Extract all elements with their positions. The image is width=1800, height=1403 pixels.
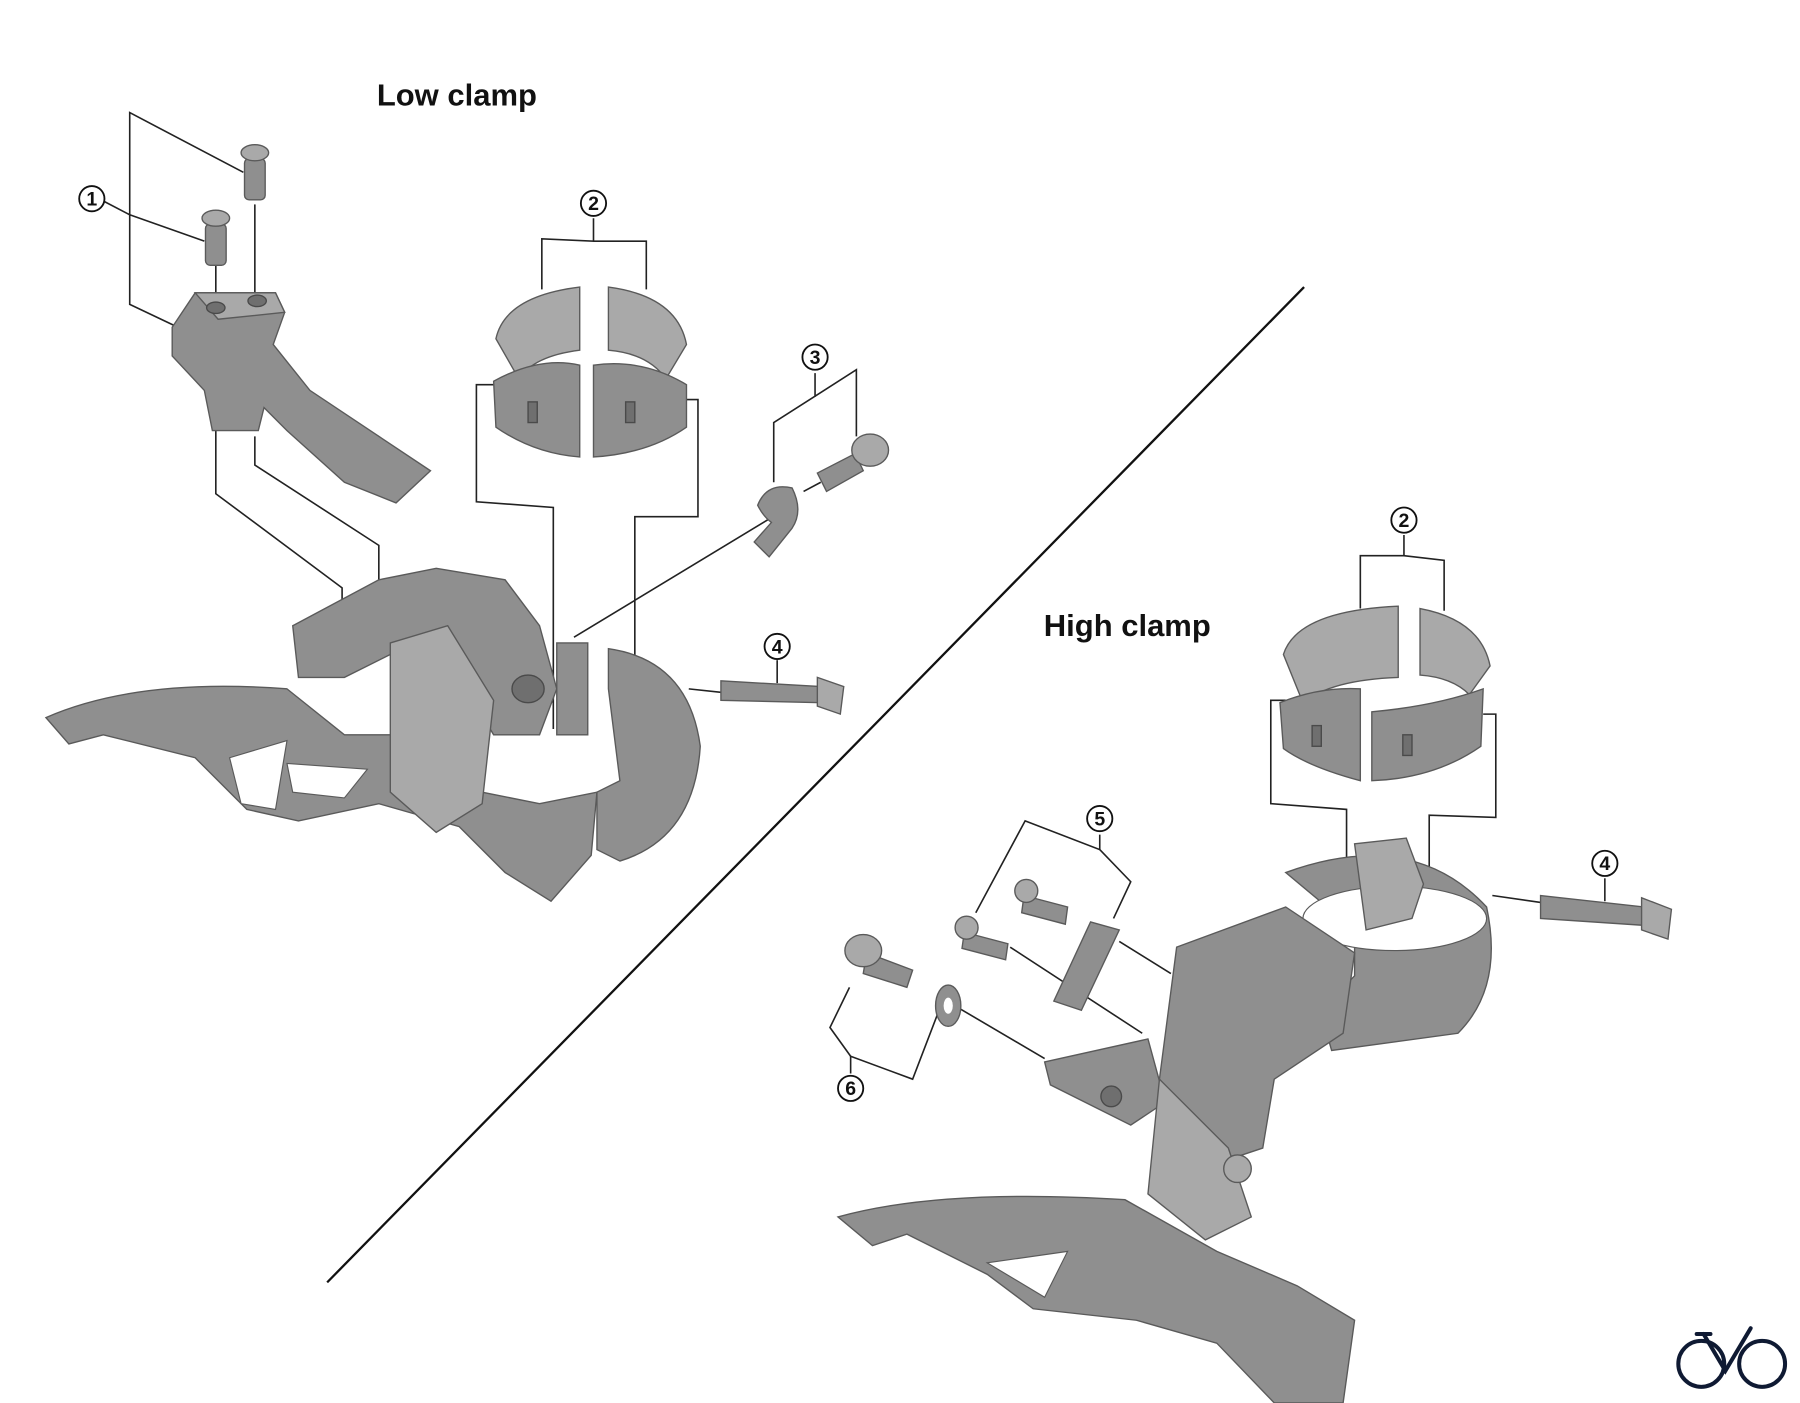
callout-6: 6 <box>837 1074 865 1102</box>
low-clamp-title: Low clamp <box>377 78 537 113</box>
low-clamp-assembly: 1 2 3 4 <box>44 111 890 903</box>
bicycle-logo-icon <box>1676 1326 1788 1389</box>
high-clamp-title: High clamp <box>1044 608 1211 643</box>
front-derailleur-high-clamp <box>836 837 1492 1403</box>
callout-4: 4 <box>763 632 791 660</box>
front-derailleur-low-clamp <box>44 567 701 903</box>
callout-4: 4 <box>1591 849 1619 877</box>
high-clamp-assembly: 2 4 5 6 <box>829 506 1673 1403</box>
svg-text:4: 4 <box>772 636 783 658</box>
section-divider <box>326 286 1305 1284</box>
callout-5: 5 <box>1086 805 1114 833</box>
callout-3: 3 <box>801 343 829 371</box>
callout-2: 2 <box>579 189 608 217</box>
clamp-shim <box>492 286 688 458</box>
clamp-bolt <box>1539 894 1673 941</box>
svg-text:2: 2 <box>588 193 599 215</box>
fixing-bolt <box>201 209 231 266</box>
svg-text:4: 4 <box>1599 853 1610 875</box>
svg-text:1: 1 <box>86 189 97 211</box>
clamp-bolt <box>720 676 845 716</box>
fixing-bolts-and-plate <box>954 878 1121 1012</box>
svg-text:3: 3 <box>810 347 821 369</box>
leader-lines-low <box>102 111 858 735</box>
svg-text:6: 6 <box>845 1078 856 1100</box>
clamp-shim <box>1279 605 1491 782</box>
fixing-bolt <box>240 144 270 201</box>
adjusting-bolt-and-washer <box>844 933 962 1028</box>
callout-2: 2 <box>1390 506 1418 534</box>
support-plate <box>171 292 432 504</box>
svg-text:2: 2 <box>1399 510 1410 532</box>
adjusting-bolt-with-washer <box>753 433 890 558</box>
callout-1: 1 <box>78 185 106 213</box>
svg-text:5: 5 <box>1094 808 1105 830</box>
